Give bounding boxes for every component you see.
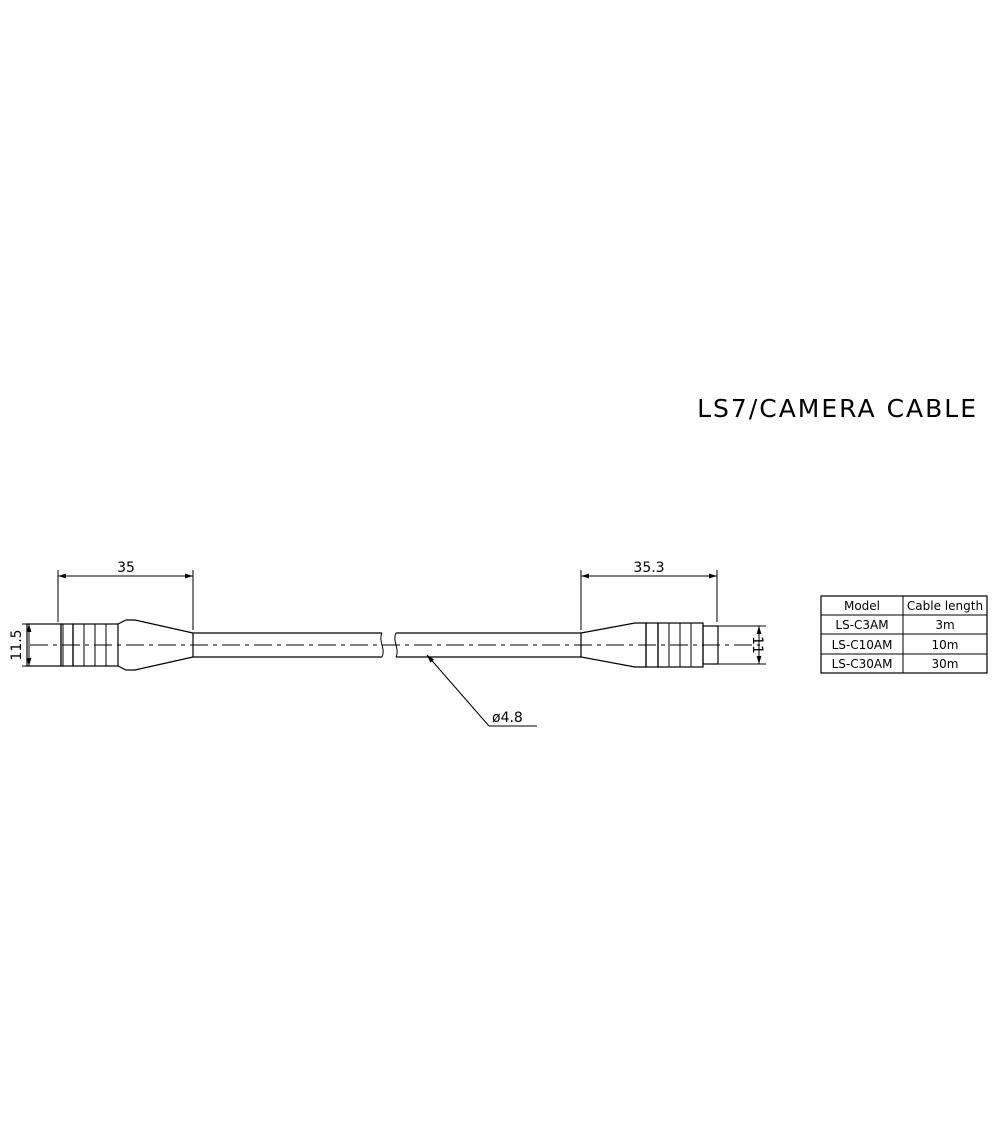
right-length-label: 35.3	[633, 560, 664, 576]
left-diameter-label: 11.5	[9, 629, 25, 660]
table-cell-model: LS-C10AM	[832, 638, 893, 652]
table-cell-length: 3m	[935, 618, 954, 632]
table-cell-model: LS-C30AM	[832, 657, 893, 671]
dimension-left-length: 35	[57, 560, 194, 630]
dimension-right-length: 35.3	[580, 560, 718, 630]
leader-cable-diameter: ø4.8	[426, 654, 537, 727]
dimension-left-diameter: 11.5	[9, 623, 50, 667]
right-diameter-label: 11	[749, 636, 765, 654]
table-cell-model: LS-C3AM	[835, 618, 888, 632]
left-length-label: 35	[117, 560, 135, 576]
dimension-right-diameter: 11	[718, 625, 766, 665]
table-header-cable-length: Cable length	[907, 599, 983, 613]
drawing-title: LS7/CAMERA CABLE	[697, 394, 978, 423]
model-table: Model Cable length LS-C3AM 3m LS-C10AM 1…	[820, 595, 988, 674]
table-cell-length: 30m	[932, 657, 959, 671]
table-cell-length: 10m	[932, 638, 959, 652]
table-header-model: Model	[844, 599, 880, 613]
cable-diameter-label: ø4.8	[492, 710, 523, 726]
